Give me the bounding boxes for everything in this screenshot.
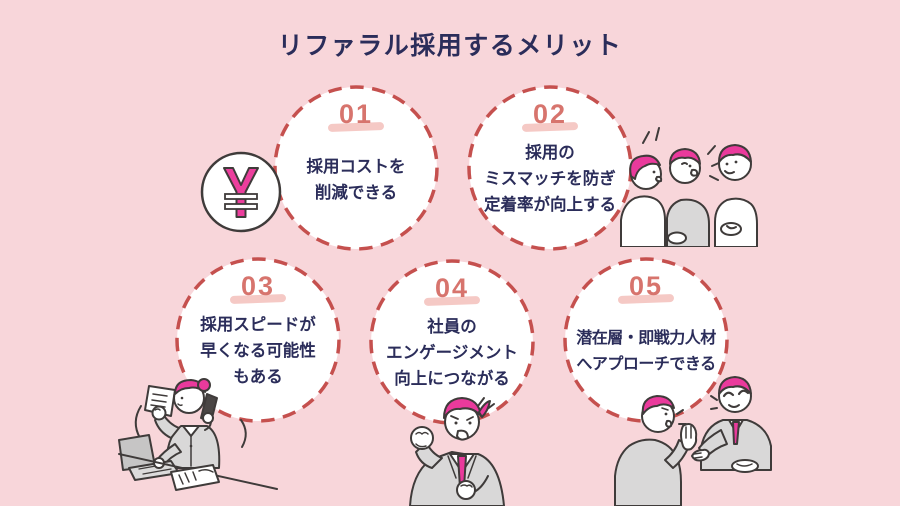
benefit-text-line: もある — [233, 368, 283, 387]
dashed-circle — [563, 257, 729, 423]
excitement-lines — [642, 127, 660, 144]
motion-arc — [240, 419, 247, 448]
person-middle-hair — [669, 148, 701, 165]
benefit-text: 採用コストを 削減できる — [307, 154, 406, 206]
offering-hand — [691, 448, 710, 462]
benefit-circle-05: 05 潜在層・即戦力人材 へアプローチできる — [562, 256, 730, 424]
person-right-hair — [718, 144, 752, 163]
benefit-circle-01: 01 採用コストを 削減できる — [272, 84, 440, 252]
benefit-text-line: 向上につながる — [394, 370, 510, 389]
benefit-number: 04 — [434, 273, 470, 303]
listener-hair — [718, 376, 752, 395]
motivated-employee-illustration — [409, 397, 505, 506]
benefit-number: 01 — [338, 99, 374, 129]
hair-bun — [197, 378, 211, 392]
page-title: リファラル採用するメリット — [277, 32, 623, 60]
benefit-text-line: 社員の — [427, 318, 477, 337]
dashed-circle — [273, 85, 439, 251]
benefit-text-line: ミスマッチを防ぎ — [484, 170, 616, 189]
dashed-circle — [369, 259, 535, 425]
benefit-number: 05 — [628, 271, 664, 301]
listener-tie — [732, 421, 740, 445]
benefit-circle-04: 04 社員の エンゲージメント 向上につながる — [368, 258, 536, 426]
raised-fist — [410, 426, 434, 450]
benefit-circle-03: 03 採用スピードが 早くなる可能性 もある — [174, 256, 342, 424]
benefit-circle-02: 02 採用の ミスマッチを防ぎ 定着率が向上する — [466, 84, 634, 252]
speaker-hair — [641, 395, 675, 415]
benefit-text: 採用の ミスマッチを防ぎ 定着率が向上する — [484, 140, 616, 218]
busy-recruiter-illustration — [118, 378, 278, 491]
speaker-body — [614, 438, 682, 506]
referral-talk-illustration — [614, 376, 772, 506]
excitement-lines — [710, 395, 718, 410]
benefit-number: 03 — [240, 271, 276, 301]
lower-fist — [456, 480, 476, 500]
phone-hand — [202, 412, 214, 424]
person-left-hair — [629, 154, 661, 180]
yen-coin-icon — [200, 151, 282, 233]
benefit-text-line: 採用コストを — [306, 158, 406, 177]
benefit-number: 02 — [532, 99, 568, 129]
person-middle-hand — [667, 231, 687, 245]
benefit-text-line: 採用スピードが — [200, 316, 316, 335]
benefit-text: 採用スピードが 早くなる可能性 もある — [200, 312, 316, 390]
benefit-text-line: 定着率が向上する — [484, 196, 616, 215]
benefit-text-line: 削減できる — [314, 184, 398, 203]
benefit-text-line: 早くなる可能性 — [200, 342, 316, 361]
speech-lines — [676, 409, 687, 425]
hair-swoosh — [478, 400, 491, 418]
motion-arc — [134, 405, 142, 439]
benefit-text-line: エンゲージメント — [386, 344, 518, 363]
benefit-text: 社員の エンゲージメント 向上につながる — [386, 314, 518, 392]
open-palm — [680, 423, 698, 451]
benefit-text-line: 採用の — [525, 144, 575, 163]
benefit-text-line: 潜在層・即戦力人材 — [576, 330, 716, 348]
open-mouth — [456, 429, 469, 441]
colleagues-chatting-illustration — [620, 127, 758, 247]
benefit-text-line: へアプローチできる — [576, 356, 716, 374]
dashed-circle — [175, 257, 341, 423]
benefit-text: 潜在層・即戦力人材 へアプローチできる — [576, 326, 716, 378]
person-left-body — [620, 195, 666, 247]
glasses-icon — [722, 389, 750, 398]
